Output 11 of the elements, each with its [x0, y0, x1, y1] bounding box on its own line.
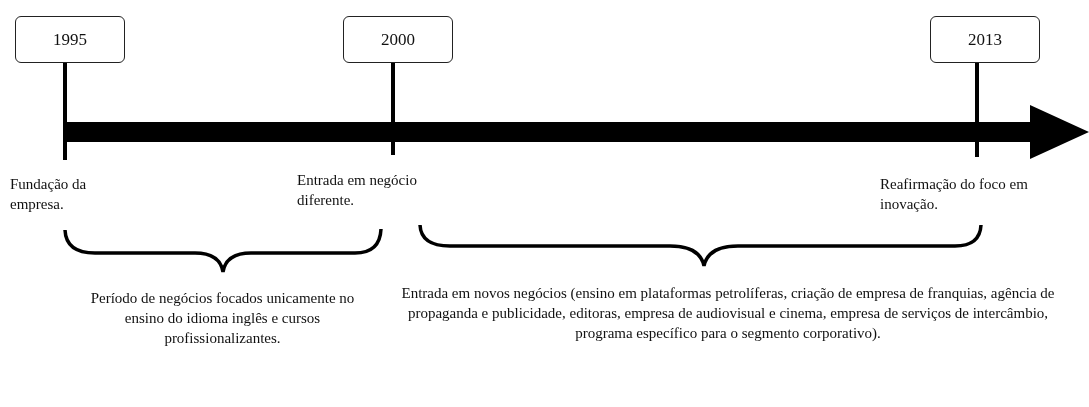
period-description: Entrada em novos negócios (ensino em plataformas petrolíferas, criação de empresa de franquias, agência de propaganda e publicidade, editoras, empresa de audiovisual e cinema, empresa de serviços de intercâmbio, programa específico para o segmento corporativo).: [400, 284, 1056, 343]
period-description: Período de negócios focados unicamente no ensino do idioma inglês e cursos profissionalizantes.: [89, 289, 356, 348]
year-box: [15, 16, 125, 63]
event-description: Fundação da empresa.: [10, 175, 88, 214]
year-label: 2013: [968, 29, 1002, 50]
event-description: Reafirmação do foco em inovação.: [880, 175, 1029, 214]
year-box: [343, 16, 453, 63]
year-label: 2000: [381, 29, 415, 50]
event-description: Entrada em negócio diferente.: [297, 171, 418, 210]
year-box: [930, 16, 1040, 63]
year-label: 1995: [53, 29, 87, 50]
